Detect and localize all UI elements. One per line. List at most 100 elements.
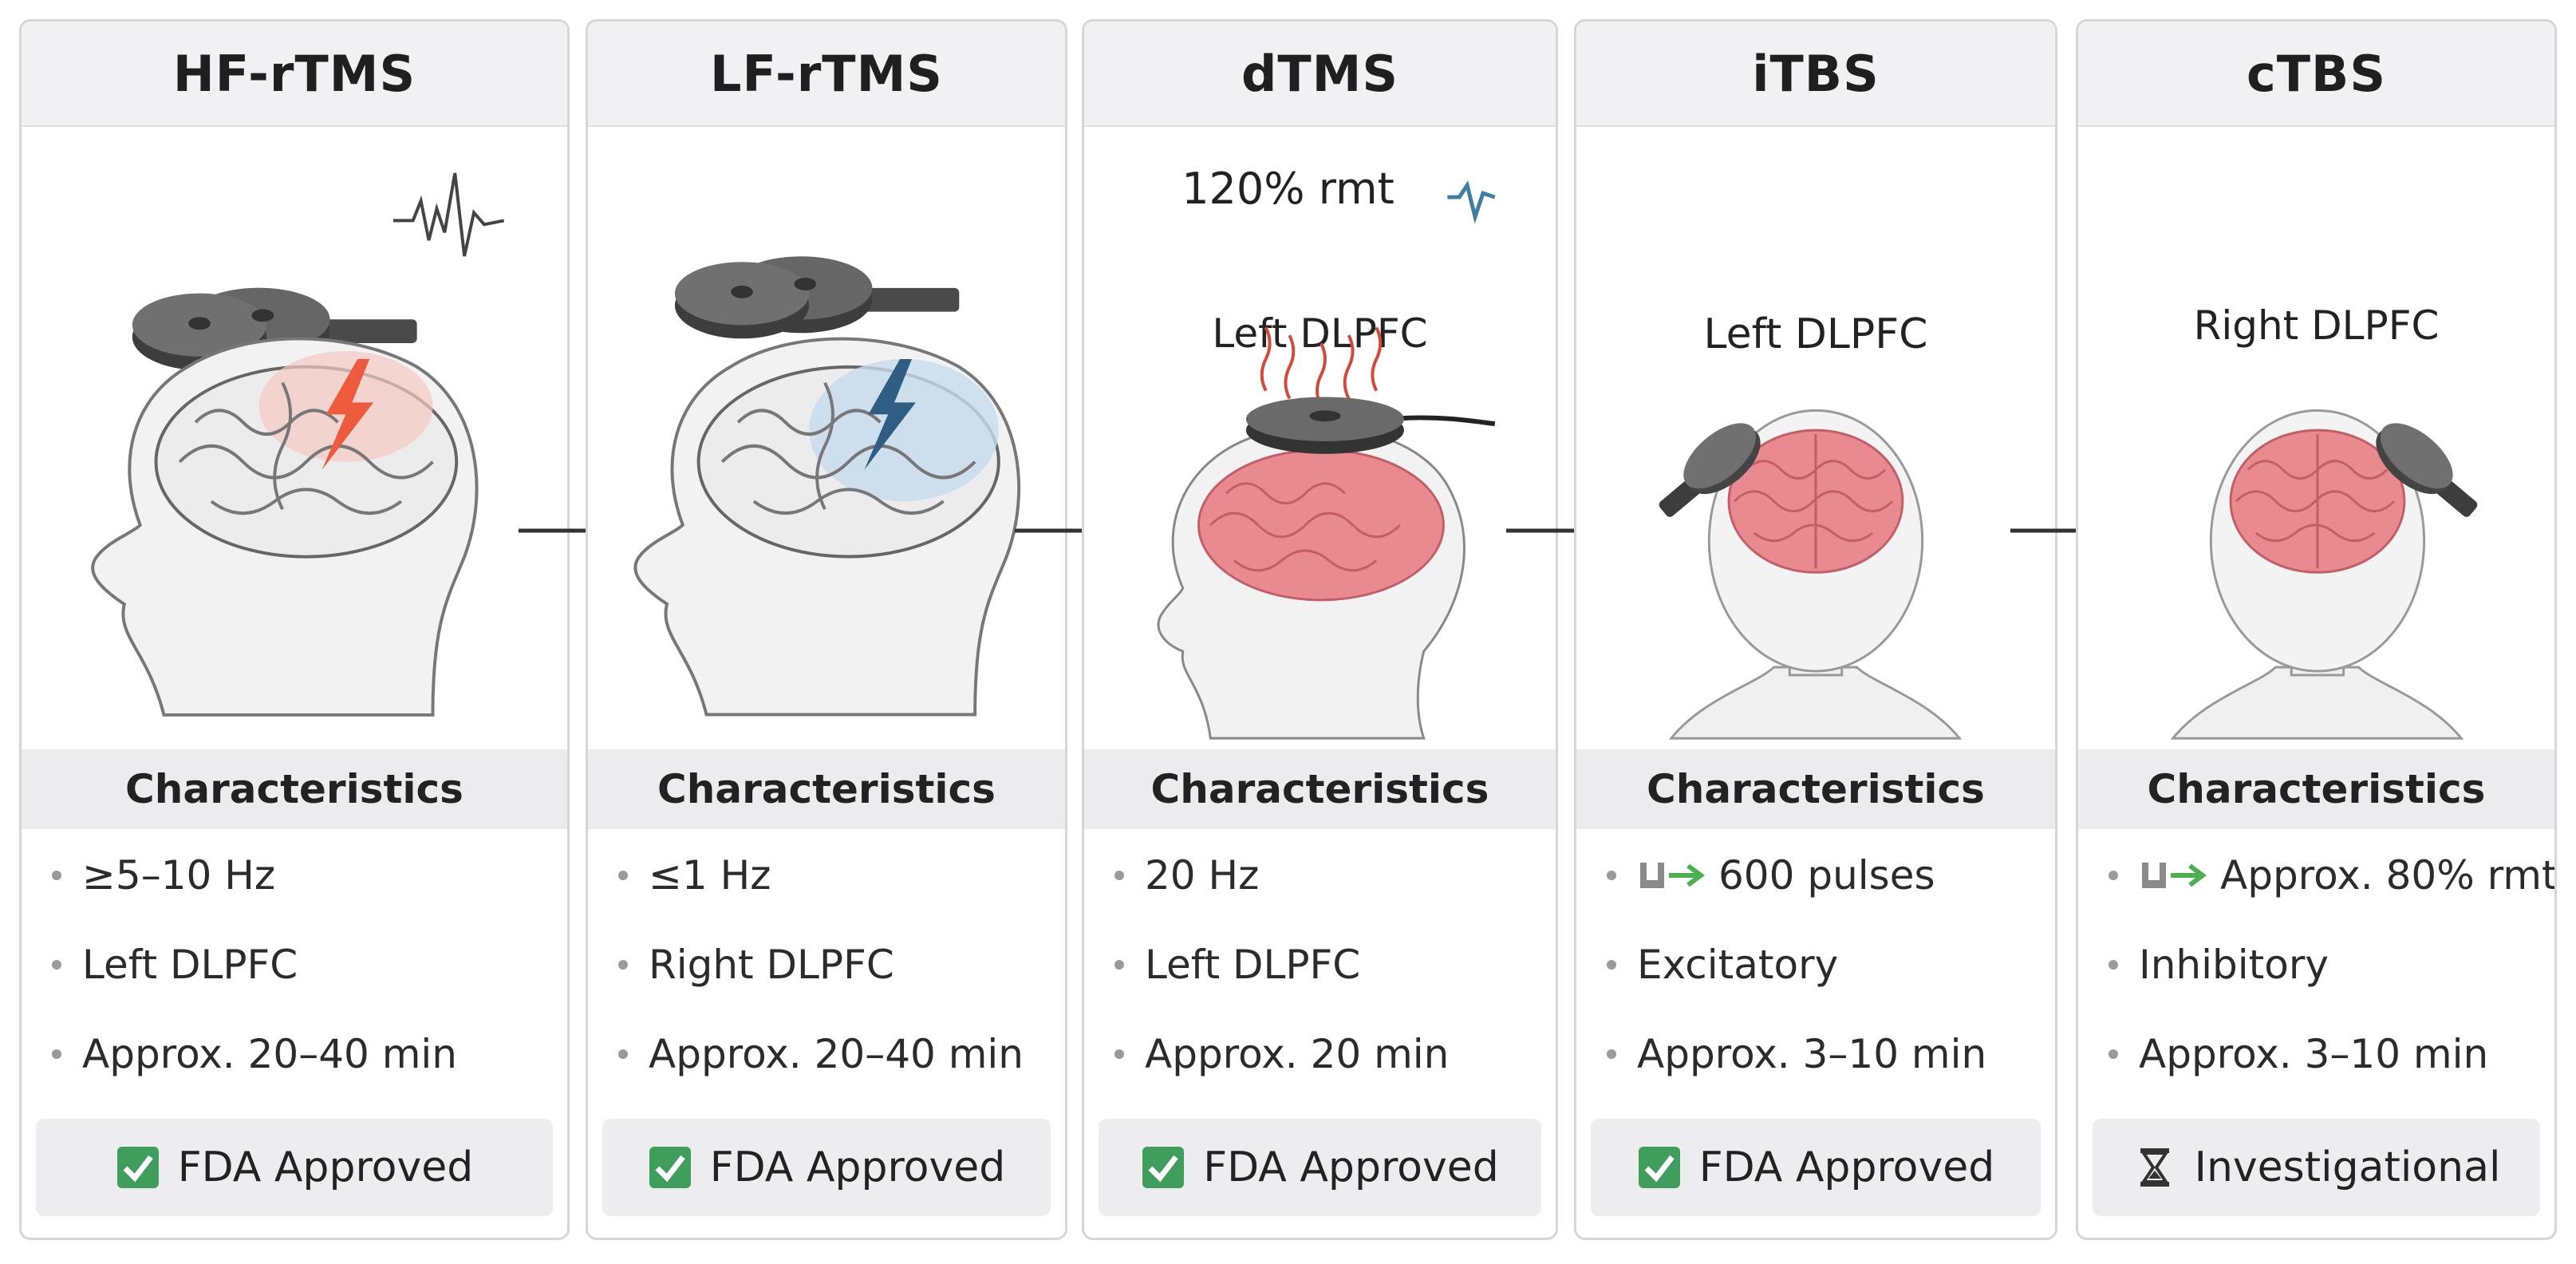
status-text: FDA Approved (709, 1144, 1006, 1191)
bullet-text: Approx. 80% rmt (2220, 852, 2557, 899)
bullet-target: Right DLPFC (618, 933, 1057, 997)
card-title: HF-rTMS (172, 44, 416, 103)
pulse-icon (1447, 180, 1496, 224)
head-brain-coil-illustration (1157, 180, 1496, 740)
lightning-icon (864, 358, 916, 470)
intensity-label: 120% rmt (1181, 164, 1395, 214)
card-header: dTMS (1084, 22, 1556, 127)
bullet-text: ≤1 Hz (649, 852, 771, 899)
card-title: dTMS (1241, 44, 1399, 103)
characteristics-title: Characteristics (2147, 766, 2486, 812)
bullet-frequency: ≥5–10 Hz (52, 843, 559, 907)
bullet-text: Approx. 3–10 min (1637, 1031, 1987, 1077)
bullet-text: Approx. 20–40 min (649, 1031, 1024, 1077)
tms-coil-icon (2376, 423, 2478, 517)
characteristics-title: Characteristics (1150, 766, 1489, 812)
bullet-text: Left DLPFC (1145, 942, 1361, 988)
lightning-icon (322, 358, 374, 470)
bullet-duration: Approx. 3–10 min (1607, 1022, 2047, 1086)
bullet-dot (2109, 871, 2118, 880)
bullet-duration: Approx. 20 min (1114, 1022, 1548, 1086)
bullet-dot (2109, 1049, 2118, 1059)
illustration: 120% rmt Left DLPFC (1084, 127, 1556, 748)
characteristics-header: Characteristics (2078, 749, 2554, 829)
characteristics-title: Characteristics (1647, 766, 1985, 812)
bullet-target: Left DLPFC (1114, 933, 1548, 997)
bullet-frequency: ≤1 Hz (618, 843, 1057, 907)
characteristics-header: Characteristics (1576, 749, 2055, 829)
status-badge: FDA Approved (1099, 1119, 1541, 1216)
bullet-dot (1114, 1049, 1124, 1059)
shoulders-outline (1668, 666, 1963, 740)
card-title: iTBS (1752, 44, 1880, 103)
bullet-dot (618, 871, 628, 880)
bullet-intensity: Approx. 80% rmt (2109, 843, 2554, 907)
bullet-text: Approx. 3–10 min (2139, 1031, 2489, 1077)
characteristics-header: Characteristics (1084, 749, 1556, 829)
bullet-target: Left DLPFC (52, 933, 559, 997)
status-badge: FDA Approved (36, 1119, 553, 1216)
bullet-text: Right DLPFC (649, 942, 894, 988)
card-lf-rtms: LF-rTMS Charact (586, 19, 1067, 1240)
bullet-text: 600 pulses (1718, 852, 1935, 899)
card-dtms: dTMS 120% rmt Left DLPFC (1082, 19, 1558, 1240)
bullet-dot (1114, 871, 1124, 880)
brain-icon (696, 358, 1000, 559)
tms-coil-icon (674, 256, 960, 339)
bullet-frequency: 20 Hz (1114, 843, 1548, 907)
brain-icon (1727, 429, 1904, 574)
illustration: Left DLPFC (1576, 127, 2055, 748)
bullet-dot (618, 960, 628, 970)
bullet-dot (1607, 1049, 1616, 1059)
check-icon (1638, 1147, 1680, 1188)
status-badge: FDA Approved (1591, 1119, 2041, 1216)
card-header: cTBS (2078, 22, 2554, 127)
head-brain-coil-illustration (2170, 409, 2478, 740)
head-brain-coil-illustration (633, 256, 1021, 717)
bullet-dot (52, 1049, 61, 1059)
hourglass-icon (2140, 1148, 2169, 1187)
bullet-text: ≥5–10 Hz (82, 852, 276, 899)
bullet-dot (2109, 960, 2118, 970)
characteristics-title: Characteristics (125, 766, 464, 812)
illustration (22, 127, 567, 748)
brain-icon (2229, 429, 2406, 574)
waveform-icon (393, 172, 505, 257)
card-hf-rtms: HF-rTMS (19, 19, 570, 1240)
card-itbs: iTBS Left DLPFC Characterist (1574, 19, 2057, 1240)
card-header: iTBS (1576, 22, 2055, 127)
illustration: Right DLPFC (2078, 127, 2554, 748)
check-icon (649, 1147, 691, 1188)
card-header: LF-rTMS (588, 22, 1065, 127)
card-title: LF-rTMS (710, 44, 943, 103)
bullet-pulses: 600 pulses (1607, 843, 2047, 907)
bullet-text: Excitatory (1637, 942, 1839, 988)
status-text: Investigational (2194, 1144, 2501, 1191)
target-label: Right DLPFC (2193, 302, 2440, 349)
target-label: Left DLPFC (1703, 310, 1928, 358)
bullet-dot (52, 960, 61, 970)
bullet-effect: Excitatory (1607, 933, 2047, 997)
status-badge: Investigational (2093, 1119, 2540, 1216)
characteristics-header: Characteristics (22, 749, 567, 829)
bullet-text: Inhibitory (2139, 942, 2329, 988)
status-text: FDA Approved (1203, 1144, 1499, 1191)
card-header: HF-rTMS (22, 22, 567, 127)
characteristics-header: Characteristics (588, 749, 1065, 829)
pulse-train-arrow-icon (1640, 863, 1705, 888)
status-text: FDA Approved (177, 1144, 474, 1191)
check-icon (1142, 1147, 1185, 1188)
illustration (588, 127, 1065, 748)
status-badge: FDA Approved (602, 1119, 1051, 1216)
card-title: cTBS (2247, 44, 2386, 103)
tms-coil-icon (1659, 423, 1761, 517)
card-ctbs: cTBS Right DLPFC Characteristics (2076, 19, 2557, 1240)
bullet-effect: Inhibitory (2109, 933, 2546, 997)
check-icon (116, 1147, 159, 1188)
brain-icon (1197, 448, 1445, 602)
bullet-dot (1607, 871, 1616, 880)
shoulders-outline (2170, 666, 2464, 740)
bullet-text: 20 Hz (1145, 852, 1260, 899)
characteristics-title: Characteristics (657, 766, 996, 812)
bullet-dot (1607, 960, 1616, 970)
